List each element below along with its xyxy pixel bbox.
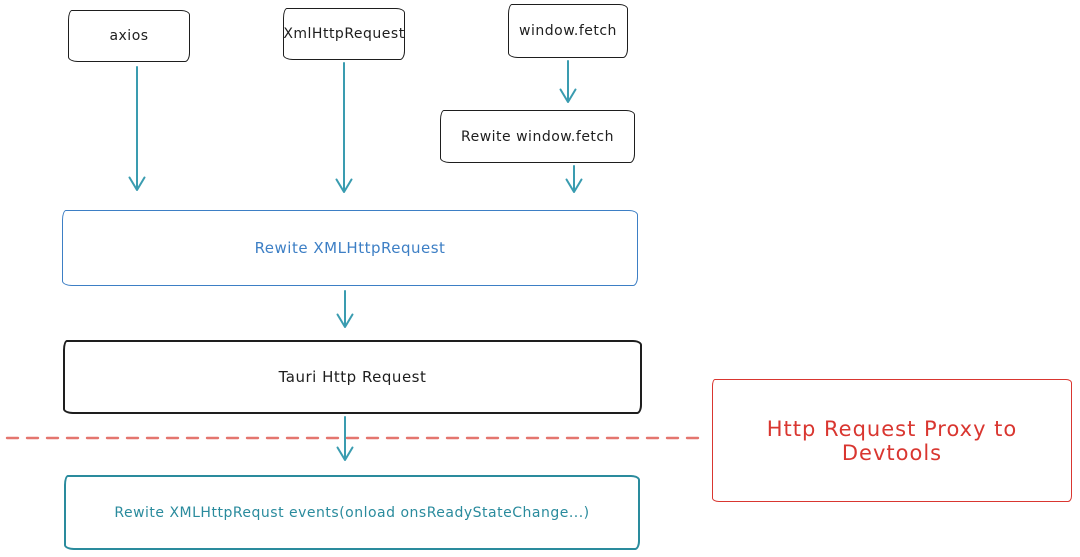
node-tauri-http-request: Tauri Http Request (63, 340, 642, 414)
node-rewrite-window-fetch: Rewite window.fetch (440, 110, 635, 163)
arrow-rewrite-xhr-to-tauri (336, 290, 354, 328)
arrow-axios-to-rewrite-xhr (128, 66, 146, 191)
node-axios: axios (68, 10, 190, 62)
arrow-tauri-to-events (336, 416, 354, 461)
arrow-rewrite-fetch-to-rewrite-xhr (565, 165, 583, 193)
node-xmlhttprequest: XmlHttpRequest (283, 8, 405, 60)
arrow-windowfetch-to-rewrite-fetch (559, 60, 577, 103)
node-http-request-proxy-devtools: Http Request Proxy to Devtools (712, 379, 1072, 502)
node-rewrite-xhr-events: Rewite XMLHttpRequst events(onload onsRe… (64, 475, 640, 550)
node-window-fetch: window.fetch (508, 4, 628, 58)
arrow-xmlhttprequest-to-rewrite-xhr (335, 62, 353, 193)
node-rewrite-xmlhttprequest: Rewite XMLHttpRequest (62, 210, 638, 286)
